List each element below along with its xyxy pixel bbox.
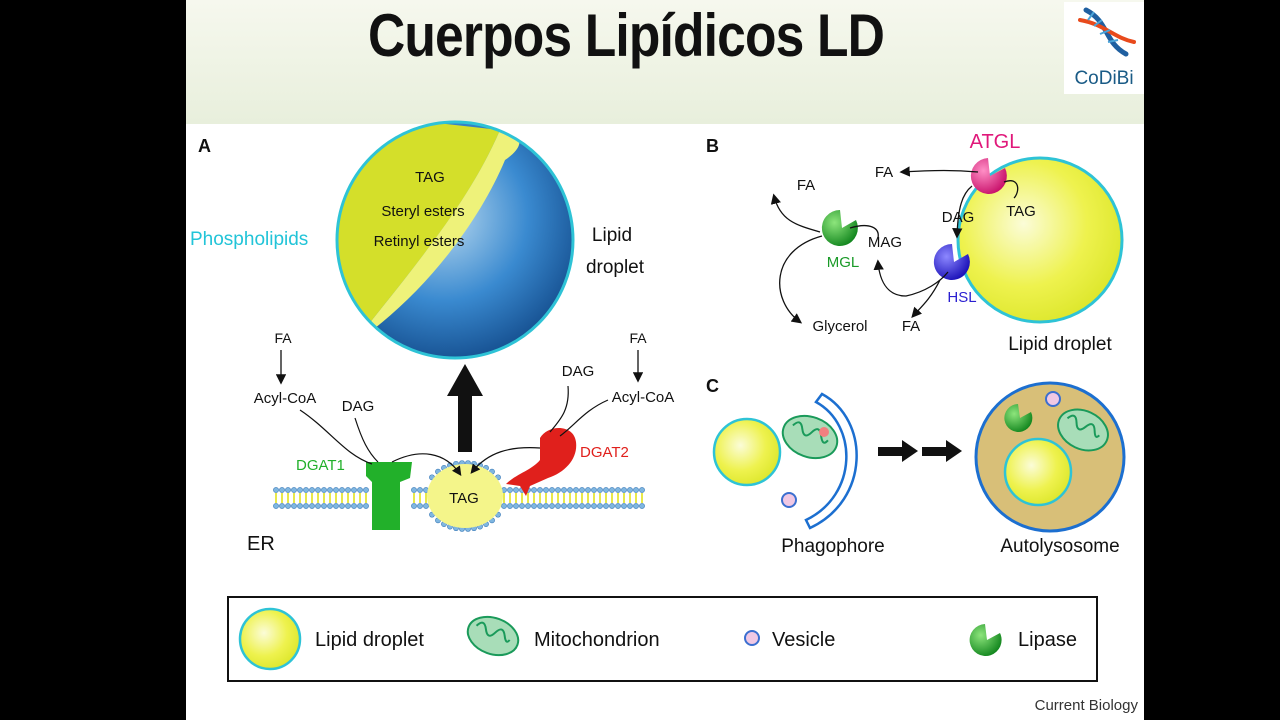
panel-a-connectors: [299, 385, 609, 476]
slide-title: Cuerpos Lipídicos LD: [367, 2, 885, 69]
panel-b-glycerol-label: Glycerol: [812, 318, 867, 335]
panel-b-connectors: [770, 166, 1019, 324]
title-band: [186, 0, 1144, 124]
atgl-label: ATGL: [970, 131, 1021, 153]
legend-mitochondrion-icon: [466, 615, 520, 657]
panel-b-lipid-droplet-label: Lipid droplet: [1008, 334, 1112, 355]
legend-lipid-droplet-label: Lipid droplet: [315, 629, 424, 651]
panel-c-lipid-droplet: [712, 417, 782, 487]
lipid-droplet-figure: A TAG Steryl esters Retinyl esters Phosp…: [190, 120, 1126, 682]
panel-b-tag-label: TAG: [1006, 203, 1036, 220]
right-acyl-coa-label: Acyl-CoA: [612, 389, 675, 406]
panel-b-fa-bottom-label: FA: [902, 318, 920, 335]
phagophore-label: Phagophore: [781, 536, 885, 557]
legend-box: [227, 596, 1098, 682]
codibi-logo: CoDiBi: [1064, 2, 1144, 94]
autolysosome: [974, 381, 1126, 533]
legend-lipid-droplet-icon: [238, 607, 302, 671]
dna-helix-icon: [1078, 7, 1136, 57]
dgat1-label: DGAT1: [296, 457, 345, 474]
mgl-lipase-icon: [821, 209, 858, 246]
slide: Cuerpos Lipídicos LD CoDiBi: [186, 0, 1144, 720]
legend-mitochondrion-label: Mitochondrion: [534, 629, 660, 651]
panel-c-label: C: [706, 376, 719, 396]
left-acyl-coa-label: Acyl-CoA: [254, 390, 317, 407]
panel-c-mitochondrion: [781, 414, 839, 460]
hsl-label: HSL: [947, 289, 976, 306]
dgat2-label: DGAT2: [580, 444, 629, 461]
panel-b-fa-left-label: FA: [797, 177, 815, 194]
legend-vesicle-label: Vesicle: [772, 629, 835, 651]
left-dag-label: DAG: [342, 398, 375, 415]
phospholipids-label: Phospholipids: [190, 229, 308, 250]
right-dag-label: DAG: [562, 363, 595, 380]
logo-text: CoDiBi: [1074, 68, 1134, 89]
droplet-content-retinyl-esters: Retinyl esters: [374, 233, 465, 250]
panel-a-label: A: [198, 136, 211, 156]
er-label: ER: [247, 533, 275, 555]
left-fa-label: FA: [274, 330, 292, 346]
panel-b-fa-top-label: FA: [875, 164, 893, 181]
autolysosome-label: Autolysosome: [1000, 536, 1119, 557]
legend-vesicle-icon: [744, 630, 760, 646]
dgat1-enzyme: [366, 462, 412, 530]
right-fa-label: FA: [629, 330, 647, 346]
panel-b-mag-label: MAG: [868, 234, 902, 251]
tag-center-label: TAG: [449, 490, 479, 507]
hsl-lipase-icon: [933, 243, 970, 280]
panel-c-vesicle: [781, 492, 797, 508]
progression-arrows: [878, 440, 962, 462]
source-credit: Current Biology: [1034, 697, 1138, 714]
lipid-droplet-label-line1: Lipid: [592, 225, 632, 246]
lipid-droplet-sphere: [335, 120, 575, 360]
atgl-lipase-icon: [970, 158, 1007, 194]
legend-lipase-icon: [969, 624, 1002, 656]
lipid-droplet-label-line2: droplet: [586, 257, 645, 278]
phagophore-membrane: [804, 392, 858, 530]
legend-lipase-label: Lipase: [1018, 629, 1077, 651]
budding-arrow: [447, 364, 483, 452]
panel-b-label: B: [706, 136, 719, 156]
dgat2-enzyme: [506, 427, 577, 496]
droplet-content-steryl-esters: Steryl esters: [381, 203, 464, 220]
panel-b-lipid-droplet: [956, 156, 1124, 324]
mgl-label: MGL: [827, 254, 860, 271]
droplet-content-tag: TAG: [415, 169, 445, 186]
tag-lens: [427, 464, 503, 528]
